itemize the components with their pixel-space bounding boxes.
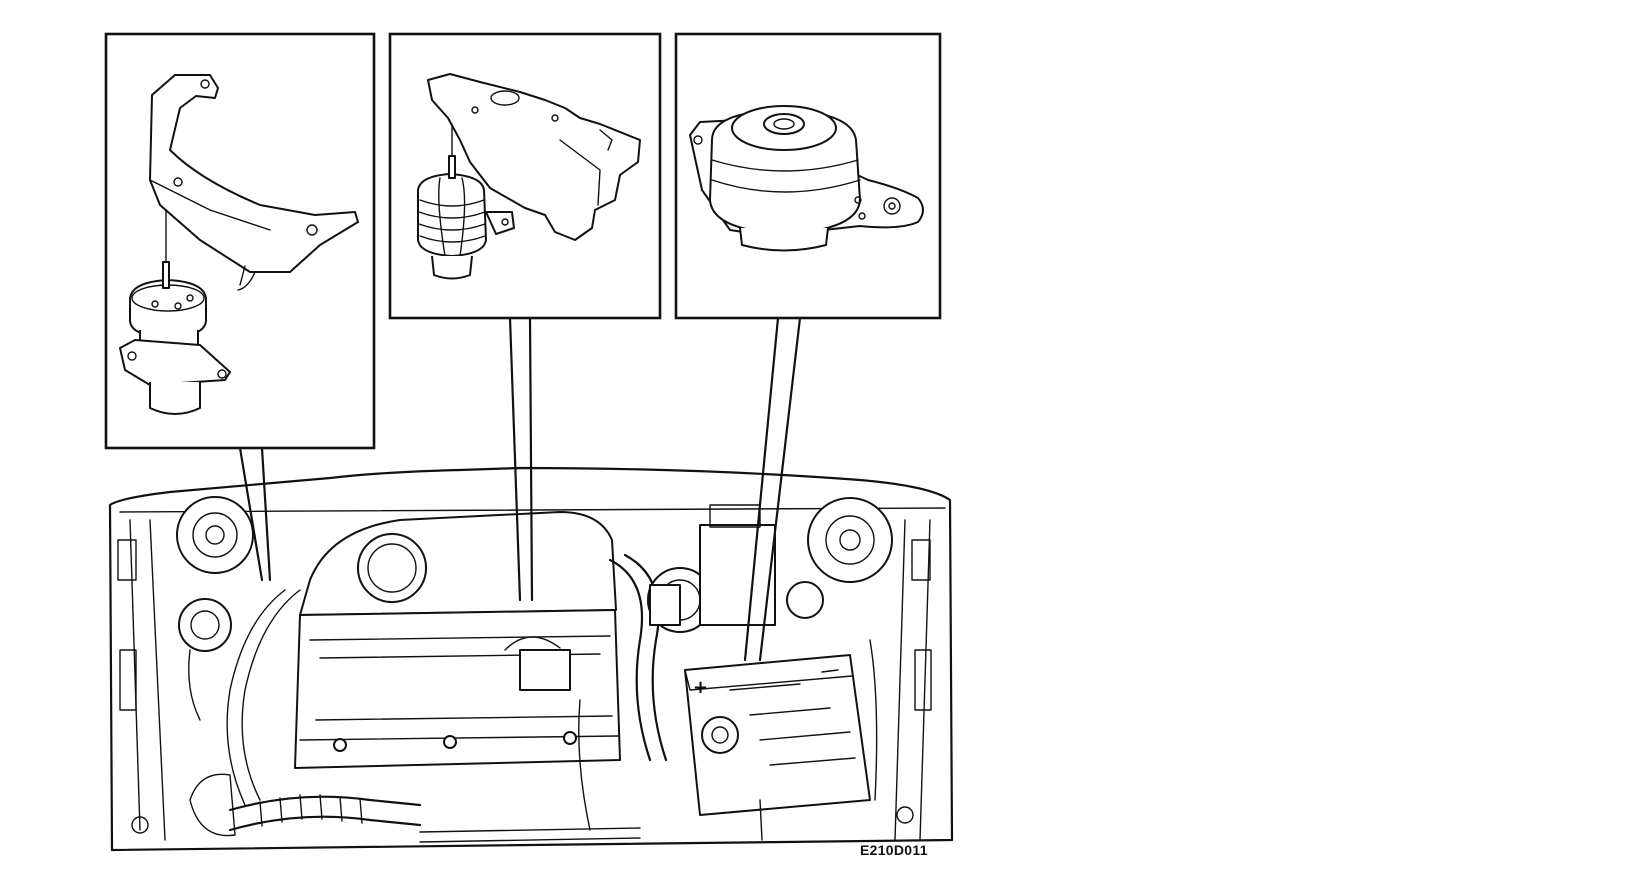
svg-text:+: + (693, 677, 708, 698)
engine-bay-overview: + (108, 466, 954, 852)
detail-box-right-mount (674, 32, 942, 320)
figure-code-label: E210D011 (860, 842, 928, 858)
detail-box-left-mount (104, 32, 376, 450)
callout-leader-lines (238, 316, 802, 662)
detail-box-middle-mount (388, 32, 662, 320)
